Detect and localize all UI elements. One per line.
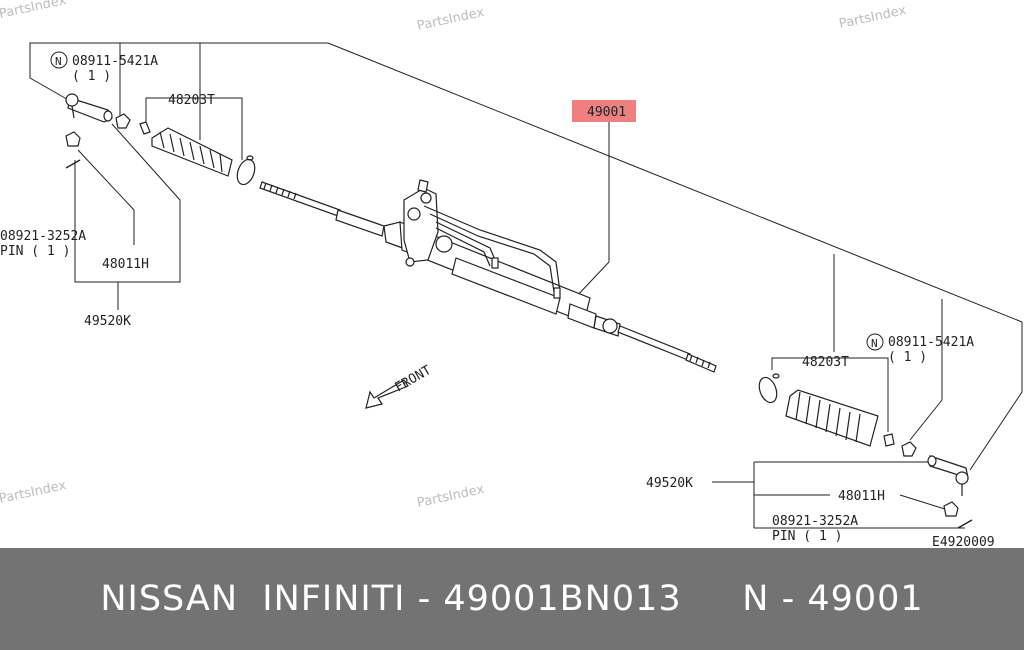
clamp-left [236, 155, 256, 186]
nut-left-qty-label: ( 1 ) [72, 69, 111, 84]
tie-rod-end-right [927, 455, 969, 496]
n-circle-right: N [866, 333, 884, 351]
watermark: PartsIndex [0, 0, 68, 22]
tie-rod-end-left-label: 49520K [84, 314, 131, 329]
pin-left-code-label: 08921-3252A [0, 229, 86, 244]
boot-right-label: 48203T [802, 355, 849, 370]
cotter-pin-right [957, 519, 973, 529]
lock-nut-right [901, 441, 917, 457]
socket-right-label: 48011H [838, 489, 885, 504]
diagram-code-label: E4920009 [932, 535, 995, 548]
part-number-footer: NISSAN INFINITI - 49001BN013 N - 49001 [0, 548, 1024, 650]
lock-nut-left [115, 113, 131, 129]
cotter-pin-left [65, 159, 81, 169]
main-part-highlight [572, 100, 636, 122]
svg-text:N: N [55, 55, 62, 68]
tie-rod-end-left [65, 93, 113, 123]
steering-rack [259, 179, 717, 373]
main-part-label: 49001 [587, 105, 626, 120]
boot-left [139, 121, 233, 177]
clamp-right [758, 373, 780, 404]
pin-right-code-label: 08921-3252A [772, 514, 858, 529]
leader-lines [29, 42, 1023, 529]
nut-right-qty-label: ( 1 ) [888, 350, 927, 365]
watermark: PartsIndex [838, 3, 908, 32]
front-label: FRONT [393, 363, 435, 396]
footer-part-number-text: NISSAN INFINITI - 49001BN013 N - 49001 [100, 579, 924, 619]
diagram-canvas: PartsIndex PartsIndex PartsIndex PartsIn… [0, 0, 1023, 550]
svg-text:N: N [871, 337, 878, 350]
pin-left-qty-label: PIN ( 1 ) [0, 244, 70, 259]
watermark: PartsIndex [416, 482, 486, 511]
pin-right-qty-label: PIN ( 1 ) [772, 529, 842, 544]
castle-nut-left [65, 131, 81, 147]
socket-left-label: 48011H [102, 257, 149, 272]
nut-right-code-label: 08911-5421A [888, 335, 974, 350]
n-circle-left: N [50, 51, 68, 69]
parts-diagram: PartsIndex PartsIndex PartsIndex PartsIn… [0, 0, 1023, 550]
front-arrow: FRONT [365, 363, 435, 409]
boot-right [785, 389, 895, 447]
boot-left-label: 48203T [168, 93, 215, 108]
castle-nut-right [943, 501, 959, 517]
tie-rod-end-right-label: 49520K [646, 476, 693, 491]
watermark: PartsIndex [0, 478, 68, 507]
nut-left-code-label: 08911-5421A [72, 54, 158, 69]
watermark: PartsIndex [416, 5, 486, 34]
